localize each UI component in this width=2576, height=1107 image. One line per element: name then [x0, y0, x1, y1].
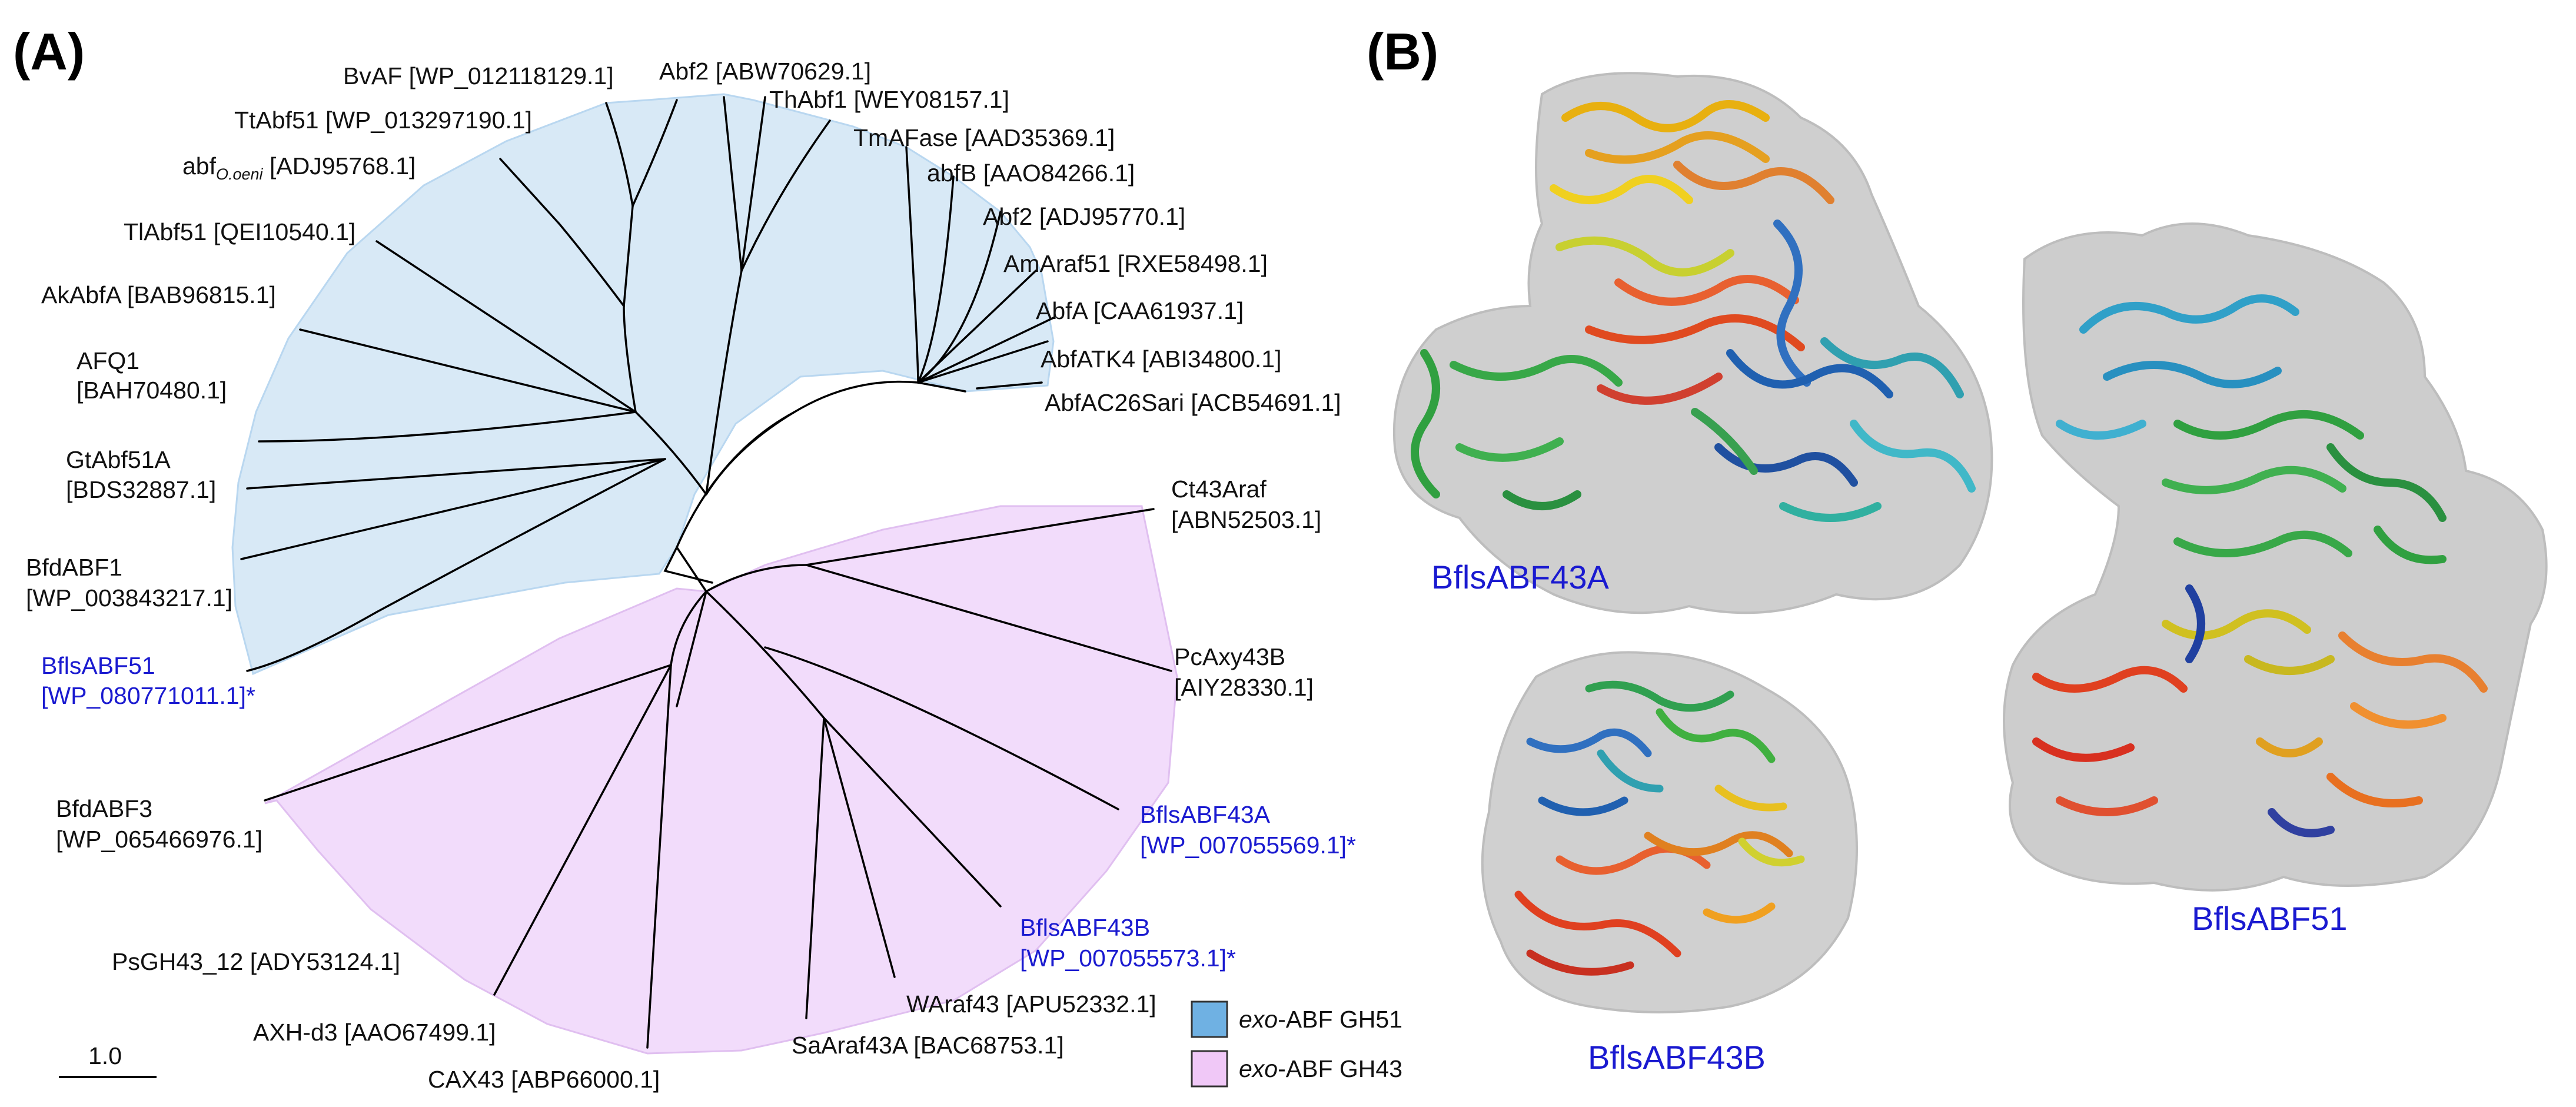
leaf-label-axh-d3: AXH-d3 [AAO67499.1] — [253, 1019, 496, 1046]
leaf-label-abf-ooeni-sub: O.oeni — [216, 165, 264, 183]
leaf-label-bfdabf3-acc: [WP_065466976.1] — [56, 826, 262, 853]
leaf-label-abfa: AbfA [CAA61937.1] — [1036, 297, 1244, 324]
leaf-label-tlabf51: TlAbf51 [QEI10540.1] — [124, 218, 355, 245]
leaf-label-bflsabf43b-acc: [WP_007055573.1]* — [1020, 945, 1236, 972]
panel-a-label: (A) — [13, 22, 85, 81]
leaf-label-ct43araf: Ct43Araf — [1171, 476, 1267, 503]
leaf-label-abfatk4: AbfATK4 [ABI34800.1] — [1041, 345, 1282, 373]
leaf-label-waraf43: WAraf43 [APU52332.1] — [906, 990, 1156, 1018]
leaf-label-abf-ooeni-tail: [ADJ95768.1] — [263, 152, 416, 179]
leaf-label-tmafase: TmAFase [AAD35369.1] — [853, 124, 1115, 151]
structure-label-bflsabf43b: BflsABF43B — [1588, 1039, 1766, 1076]
leaf-label-gtabf51a-acc: [BDS32887.1] — [66, 476, 216, 503]
leaf-label-abf-ooeni: abfO.oeni [ADJ95768.1] — [182, 152, 416, 183]
legend-gh51-italic: exo — [1239, 1006, 1278, 1033]
cartoon-bflsabf43a — [1411, 100, 1976, 522]
leaf-label-bvaf: BvAF [WP_012118129.1] — [343, 62, 614, 89]
leaf-label-abfac26sari: AbfAC26Sari [ACB54691.1] — [1045, 389, 1341, 416]
leaf-label-cax43: CAX43 [ABP66000.1] — [428, 1066, 660, 1093]
leaf-label-amaraf51: AmAraf51 [RXE58498.1] — [1003, 250, 1268, 277]
leaf-label-abf2-adj: Abf2 [ADJ95770.1] — [983, 203, 1185, 230]
legend-gh51-label: exo-ABF GH51 — [1239, 1006, 1402, 1033]
leaf-label-pcaxy43b-acc: [AIY28330.1] — [1174, 674, 1314, 701]
leaf-label-bflsabf51-acc: [WP_080771011.1]* — [41, 682, 255, 709]
leaf-label-pcaxy43b: PcAxy43B — [1174, 643, 1285, 670]
legend-gh51-rest: -ABF GH51 — [1278, 1006, 1402, 1033]
leaf-label-bflsabf43a: BflsABF43A — [1140, 801, 1271, 828]
structure-bflsabf43a: BflsABF43A — [1392, 72, 1993, 614]
phylogenetic-tree: 1.0 BvAF [WP_012118129.1] Abf2 [ABW70629… — [26, 58, 1356, 1093]
leaf-label-abf2-abw: Abf2 [ABW70629.1] — [659, 58, 871, 85]
structure-bflsabf43b: BflsABF43B — [1481, 651, 1858, 1076]
structure-label-bflsabf51: BflsABF51 — [2192, 900, 2348, 937]
leaf-label-gtabf51a: GtAbf51A — [66, 446, 171, 473]
legend-gh43-label: exo-ABF GH43 — [1239, 1055, 1402, 1082]
leaf-label-bflsabf43a-acc: [WP_007055569.1]* — [1140, 832, 1356, 859]
leaf-label-bfdabf3: BfdABF3 — [56, 795, 152, 822]
leaf-label-ttabf51: TtAbf51 [WP_013297190.1] — [234, 107, 532, 134]
cartoon-bflsabf43b — [1514, 680, 1805, 976]
leaf-label-abfb: abfB [AAO84266.1] — [927, 159, 1135, 187]
leaf-label-akabfa: AkAbfA [BAB96815.1] — [41, 281, 276, 308]
leaf-label-bflsabf43b: BflsABF43B — [1020, 914, 1150, 941]
leaf-label-bflsabf51: BflsABF51 — [41, 652, 155, 679]
leaf-label-afq1: AFQ1 — [77, 347, 139, 374]
leaf-label-ct43araf-acc: [ABN52503.1] — [1171, 506, 1321, 533]
surface-bflsabf43a — [1392, 72, 1993, 614]
leaf-label-thabf1: ThAbf1 [WEY08157.1] — [769, 86, 1009, 113]
leaf-label-afq1-acc: [BAH70480.1] — [77, 377, 227, 404]
leaf-label-psgh43-12: PsGH43_12 [ADY53124.1] — [112, 948, 400, 975]
legend-gh43-rest: -ABF GH43 — [1278, 1055, 1402, 1082]
structure-label-bflsabf43a: BflsABF43A — [1431, 559, 1610, 596]
tree-branches — [240, 96, 1172, 1049]
legend-gh43-swatch — [1191, 1050, 1228, 1088]
leaf-label-saaraf43a: SaAraf43A [BAC68753.1] — [792, 1032, 1064, 1059]
cartoon-bflsabf51 — [2032, 294, 2488, 837]
leaf-label-bfdabf1-acc: [WP_003843217.1] — [26, 584, 232, 611]
legend-gh43-italic: exo — [1239, 1055, 1278, 1082]
panel-b-label: (B) — [1367, 22, 1438, 81]
structure-bflsabf51: BflsABF51 — [2003, 222, 2548, 937]
scale-bar-label: 1.0 — [88, 1042, 122, 1069]
leaf-label-abf-ooeni-main: abf — [182, 152, 217, 179]
surface-bflsabf43b — [1481, 651, 1858, 1013]
leaf-label-bfdabf1: BfdABF1 — [26, 554, 122, 581]
legend: exo-ABF GH51 exo-ABF GH43 — [1191, 1000, 1402, 1088]
legend-gh51-swatch — [1191, 1000, 1228, 1038]
